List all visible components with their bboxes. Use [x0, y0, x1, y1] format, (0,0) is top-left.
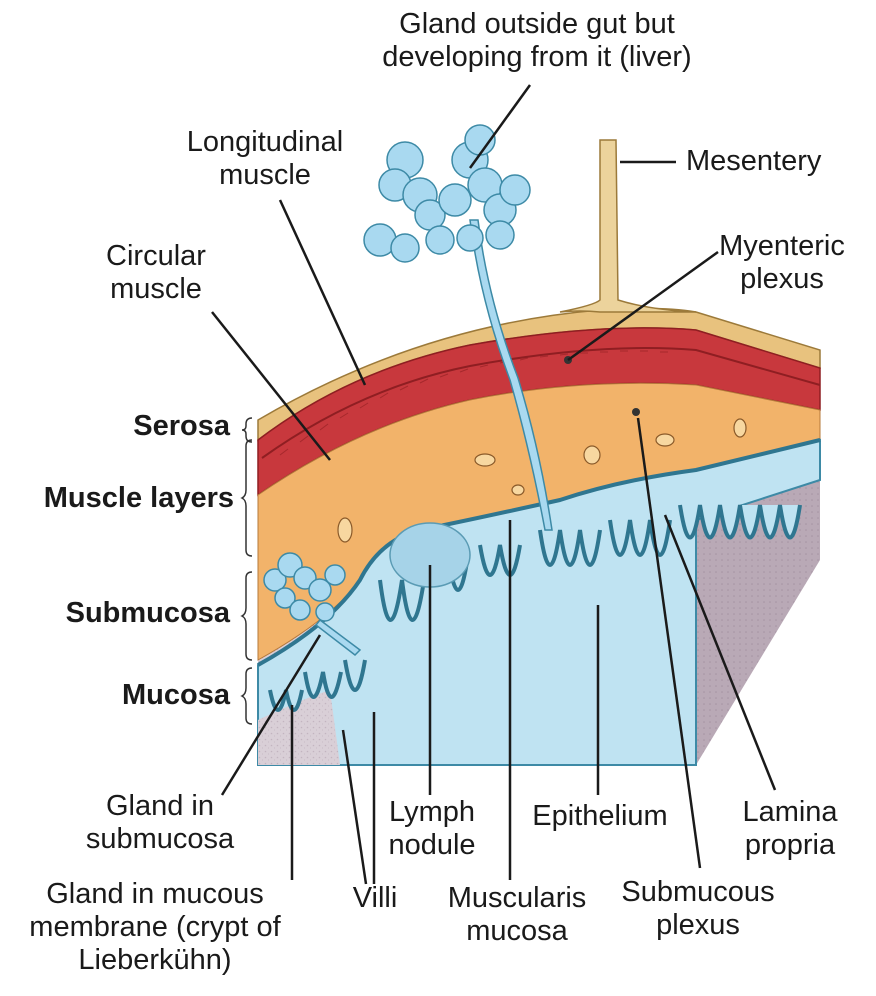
liver-duct [469, 219, 553, 531]
lumen-cutout [258, 690, 340, 765]
bracket-mucosa-icon [240, 667, 253, 725]
label-mucosa: Mucosa [122, 679, 230, 711]
label-mesentery: Mesentery [686, 145, 822, 177]
label-submucosa: Submucosa [65, 597, 230, 629]
bracket-muscle-icon [240, 439, 253, 557]
bracket-serosa-icon [241, 417, 253, 443]
label-muscularis-mucosa: Muscularis mucosa [447, 882, 587, 947]
submucosa-gland [263, 552, 362, 656]
label-myenteric-plexus: Myenteric plexus [719, 230, 845, 295]
label-longitudinal-muscle: Longitudinal muscle [186, 126, 344, 191]
bracket-submucosa-icon [240, 571, 253, 661]
longitudinal-muscle-band [261, 347, 821, 459]
label-lamina-propria: Lamina propria [742, 796, 838, 861]
label-circular-muscle: Circular muscle [106, 240, 206, 305]
label-gland-outside-gut: Gland outside gut but developing from it… [382, 8, 692, 73]
submucous-plexus-dot [632, 408, 640, 416]
label-submucous-plexus: Submucous plexus [621, 876, 775, 941]
mesentery [559, 139, 697, 313]
bracket-icons [240, 417, 253, 725]
label-gland-in-mucous-membrane: Gland in mucous membrane (crypt of Liebe… [29, 878, 281, 976]
label-gland-in-submucosa: Gland in submucosa [85, 790, 235, 855]
label-lymph-nodule: Lymph nodule [388, 796, 476, 861]
label-villi: Villi [352, 882, 398, 914]
submucosa-vessels [337, 418, 747, 543]
label-epithelium: Epithelium [532, 800, 668, 832]
label-serosa: Serosa [133, 410, 230, 442]
label-muscle-layers: Muscle layers [43, 482, 234, 514]
liver-gland [363, 124, 531, 263]
leader-lines [211, 84, 777, 885]
